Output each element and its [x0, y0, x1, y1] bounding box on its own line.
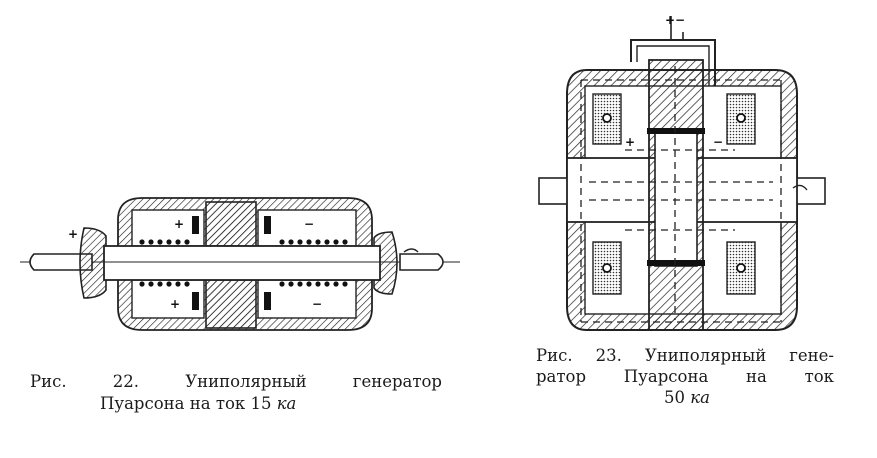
figure-23-caption: Рис. 23. Униполярный гене- ратор Пуарсон… [536, 346, 836, 412]
brush-lower-right [264, 292, 271, 310]
figure-22-caption-line-1: Рис. 22. Униполярный генератор [30, 372, 442, 391]
sign-top-minus: − [675, 13, 685, 27]
lower-right-cavity [257, 279, 357, 319]
sign-top-plus: + [665, 13, 675, 27]
right-shaft-end [399, 253, 444, 271]
figure-23-caption-text: 50 [664, 388, 691, 407]
figure-23-drawing: + − [525, 10, 840, 340]
central-disc-lower [205, 279, 257, 329]
central-disc-upper [205, 201, 257, 247]
sign-right-minus: − [713, 135, 723, 149]
sign-plus-upper: + [174, 217, 184, 231]
brush-lower [647, 260, 705, 266]
brush-upper [647, 128, 705, 134]
figure-22-caption-unit: ка [276, 394, 297, 413]
figure-23-svg: + − [538, 13, 826, 331]
rotation-arrow [403, 248, 419, 253]
sign-minus-upper: − [304, 217, 314, 231]
figure-23-caption-unit: ка [690, 388, 710, 407]
figure-23-caption-line-1: Рис. 23. Униполярный гене- [536, 346, 834, 365]
coil-windings-upper [139, 239, 348, 245]
figure-22-drawing: + + + − − [20, 180, 460, 340]
figure-22-caption-text: Пуарсона на ток 15 [100, 394, 277, 413]
sign-minus-lower: − [312, 297, 322, 311]
left-bearing-cap [79, 227, 107, 299]
figure-23-caption-line-2: ратор Пуарсона на ток [536, 367, 834, 386]
figure-22-caption-line-2: Пуарсона на ток 15 ка [100, 394, 296, 414]
figure-23-caption-line-3: 50 ка [664, 388, 710, 408]
figure-22-svg: + + + − − [20, 197, 460, 331]
brush-lower-left [192, 292, 199, 310]
flux-paths [580, 66, 782, 323]
sign-left-plus: + [625, 135, 635, 149]
sign-plus-left: + [68, 227, 78, 241]
coil-centers [602, 113, 746, 273]
figure-22-caption: Рис. 22. Униполярный генератор Пуарсона … [30, 372, 445, 416]
rotor-body [103, 245, 381, 281]
brush-upper-left [192, 216, 199, 234]
coil-windings-lower [139, 281, 348, 287]
sign-plus-lower: + [170, 297, 180, 311]
rotation-arrow [792, 184, 808, 191]
brush-upper-right [264, 216, 271, 234]
